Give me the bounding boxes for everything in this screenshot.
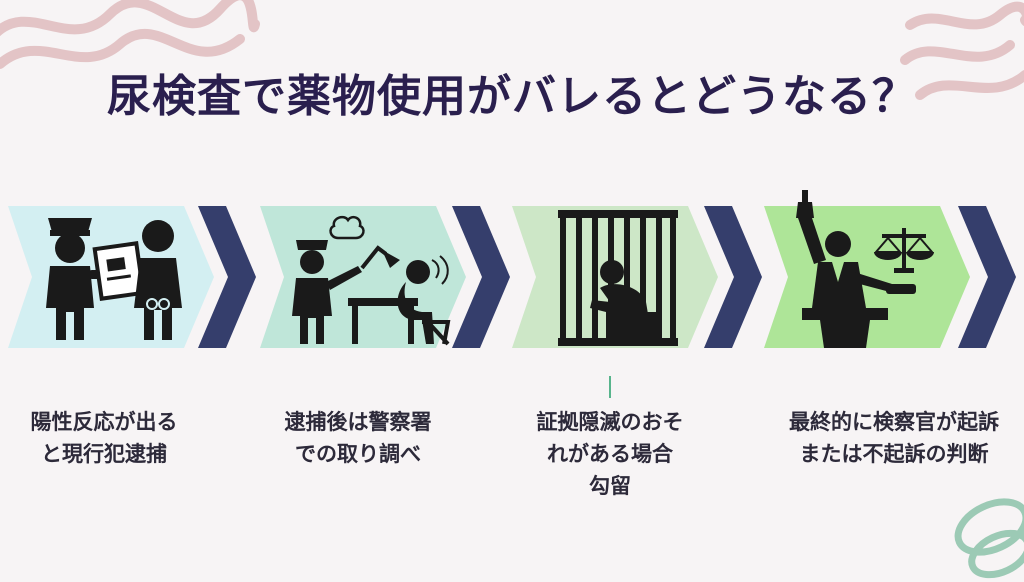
step-3-label-line-1: 証拠隠滅のおそ	[536, 410, 684, 434]
police-arrest-icon	[46, 218, 182, 340]
step-2-label: 逮捕後は警察署 での取り調べ	[248, 406, 468, 470]
step-4-label-line-2: または不起訴の判断	[799, 442, 989, 466]
step-3-label: 証拠隠滅のおそ れがある場合 勾留	[500, 406, 720, 502]
step-3-label-line-2: れがある場合	[547, 442, 673, 466]
step-2-arrow	[452, 206, 512, 348]
step-4-arrow	[958, 206, 1018, 348]
interrogation-icon	[292, 215, 451, 346]
divider-line	[609, 376, 611, 398]
step-2-label-line-1: 逮捕後は警察署	[284, 410, 432, 434]
step-1-label-line-2: と現行犯逮捕	[41, 442, 167, 466]
jail-cell-icon	[558, 210, 678, 346]
step-1-arrow	[198, 206, 258, 348]
step-1-label-line-1: 陽性反応が出る	[30, 410, 178, 434]
step-4-label: 最終的に検察官が起訴 または不起訴の判断	[764, 406, 1024, 470]
step-1-label: 陽性反応が出る と現行犯逮捕	[0, 406, 214, 470]
prosecutor-judgment-icon	[796, 190, 935, 348]
process-flow	[0, 190, 1024, 348]
step-4-label-line-1: 最終的に検察官が起訴	[789, 410, 999, 434]
step-3-label-line-3: 勾留	[589, 474, 631, 498]
loop-decoration-bottom-right	[954, 498, 1024, 579]
scribble-decoration-top-right	[900, 1, 1024, 100]
step-3-arrow	[704, 206, 764, 348]
page-title: 尿検査で薬物使用がバレるとどうなる？	[107, 71, 917, 122]
scribble-decoration-top-left	[0, 0, 260, 69]
step-2-label-line-2: での取り調べ	[295, 442, 421, 466]
